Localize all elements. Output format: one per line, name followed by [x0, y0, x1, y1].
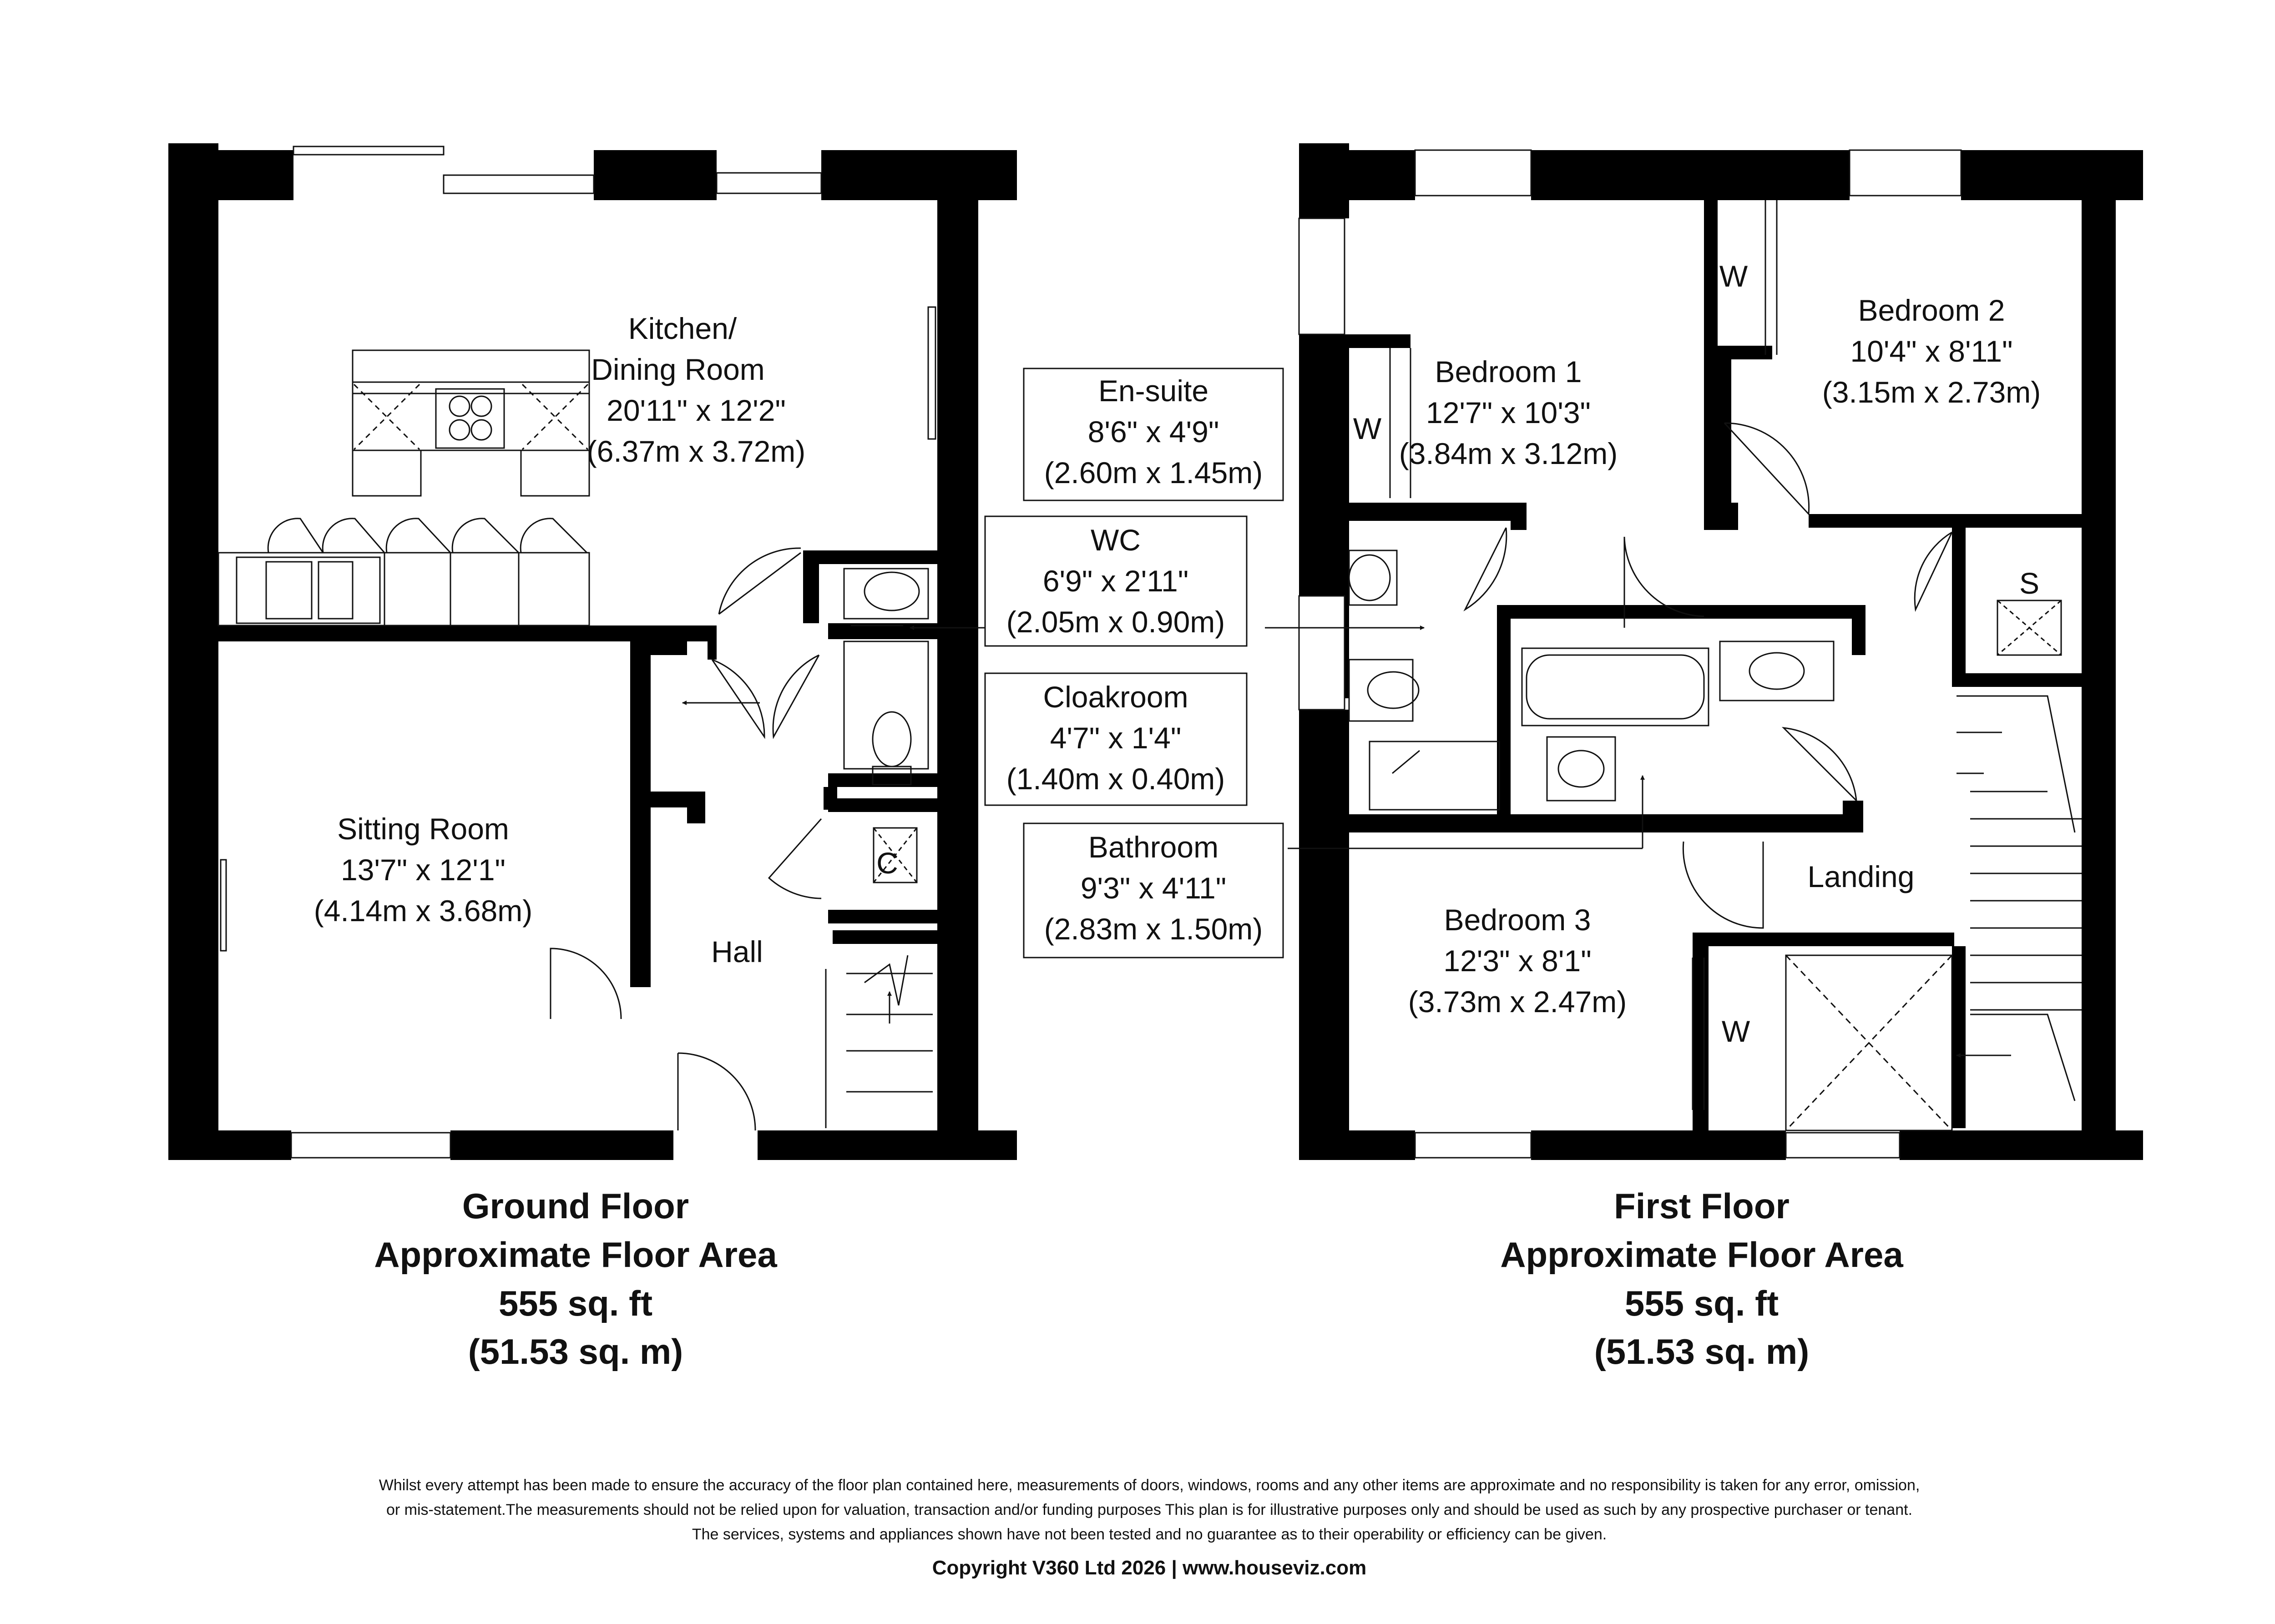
bedroom2-size-imperial: 10'4" x 8'11": [1850, 334, 2012, 368]
first-floor-area-metric: (51.53 sq. m): [1594, 1331, 1810, 1372]
cloakroom-callout: Cloakroom 4'7" x 1'4" (1.40m x 0.40m): [984, 672, 1248, 806]
wc-callout-size-metric: (2.05m x 0.90m): [1006, 605, 1225, 639]
store-label: S: [2019, 566, 2039, 600]
wardrobe1-label: W: [1353, 412, 1382, 445]
bedroom3-name: Bedroom 3: [1444, 903, 1591, 937]
ground-floor-area-imperial: 555 sq. ft: [499, 1283, 652, 1323]
ground-floor-sanitary: [825, 568, 933, 1128]
ground-floor-walls: [168, 143, 1017, 1160]
disclaimer-line-2: or mis-statement.The measurements should…: [386, 1501, 1913, 1518]
cupboard-label: C: [876, 846, 898, 880]
bedroom2-size-metric: (3.15m x 2.73m): [1822, 375, 2041, 409]
bedroom1-size-imperial: 12'7" x 10'3": [1426, 396, 1591, 429]
ground-floor-doors: [550, 547, 822, 1131]
sitting-room-size-imperial: 13'7" x 12'1": [341, 853, 506, 887]
ground-floor-subtitle: Approximate Floor Area: [374, 1235, 777, 1275]
cloakroom-callout-size-metric: (1.40m x 0.40m): [1006, 762, 1225, 796]
bathroom-callout: Bathroom 9'3" x 4'11" (2.83m x 1.50m): [1023, 822, 1284, 958]
bedroom1-size-metric: (3.84m x 3.12m): [1399, 437, 1618, 470]
landing-name: Landing: [1808, 860, 1915, 893]
wc-callout: WC 6'9" x 2'11" (2.05m x 0.90m): [984, 515, 1248, 647]
bedroom1-name: Bedroom 1: [1435, 355, 1582, 388]
ensuite-callout-size-imperial: 8'6" x 4'9": [1088, 415, 1219, 449]
first-floor-subtitle: Approximate Floor Area: [1500, 1235, 1903, 1275]
first-floor-area-imperial: 555 sq. ft: [1625, 1283, 1779, 1323]
first-floor-windows: [1298, 149, 1962, 1159]
first-floor-title: First Floor: [1614, 1186, 1790, 1226]
bedroom3-size-metric: (3.73m x 2.47m): [1408, 985, 1627, 1019]
sitting-room-name: Sitting Room: [337, 812, 509, 846]
wardrobe2-label: W: [1719, 259, 1748, 293]
bathroom-callout-size-metric: (2.83m x 1.50m): [1044, 912, 1263, 946]
ensuite-callout: En-suite 8'6" x 4'9" (2.60m x 1.45m): [1023, 368, 1284, 501]
ground-floor-plan: Kitchen/ Dining Room 20'11" x 12'2" (6.3…: [168, 143, 1248, 1372]
kitchen-name-line2: Dining Room: [591, 353, 765, 386]
ground-floor-windows: [220, 146, 936, 1159]
copyright-line[interactable]: Copyright V360 Ltd 2026 | www.houseviz.c…: [932, 1557, 1367, 1579]
bathroom-callout-size-imperial: 9'3" x 4'11": [1081, 871, 1226, 905]
wc-callout-name: WC: [1091, 523, 1141, 557]
kitchen-size-imperial: 20'11" x 12'2": [607, 393, 786, 427]
first-floor-doors: [1463, 422, 1953, 929]
ensuite-callout-size-metric: (2.60m x 1.45m): [1044, 456, 1263, 489]
sitting-room-size-metric: (4.14m x 3.68m): [314, 894, 533, 928]
kitchen-size-metric: (6.37m x 3.72m): [587, 434, 806, 468]
disclaimer-line-1: Whilst every attempt has been made to en…: [379, 1477, 1920, 1494]
wc-callout-size-imperial: 6'9" x 2'11": [1043, 564, 1188, 598]
bathroom-callout-name: Bathroom: [1088, 830, 1218, 864]
bedroom2-name: Bedroom 2: [1858, 293, 2005, 327]
ground-floor-area-metric: (51.53 sq. m): [468, 1331, 683, 1372]
hall-name: Hall: [711, 935, 763, 968]
ensuite-callout-name: En-suite: [1098, 374, 1208, 408]
bedroom3-size-imperial: 12'3" x 8'1": [1443, 944, 1591, 978]
first-floor-plan: Bedroom 1 12'7" x 10'3" (3.84m x 3.12m) …: [1023, 143, 2143, 1372]
ground-floor-title: Ground Floor: [462, 1186, 689, 1226]
first-floor-walls: [1299, 143, 2143, 1160]
first-floor-fittings: [1348, 200, 2082, 1131]
wardrobe3-label: W: [1722, 1014, 1750, 1048]
disclaimer-line-3: The services, systems and appliances sho…: [692, 1526, 1607, 1543]
kitchen-name-line1: Kitchen/: [628, 312, 737, 345]
cloakroom-callout-name: Cloakroom: [1043, 680, 1188, 714]
cloakroom-callout-size-imperial: 4'7" x 1'4": [1050, 721, 1182, 755]
kitchen-units: [217, 349, 590, 626]
